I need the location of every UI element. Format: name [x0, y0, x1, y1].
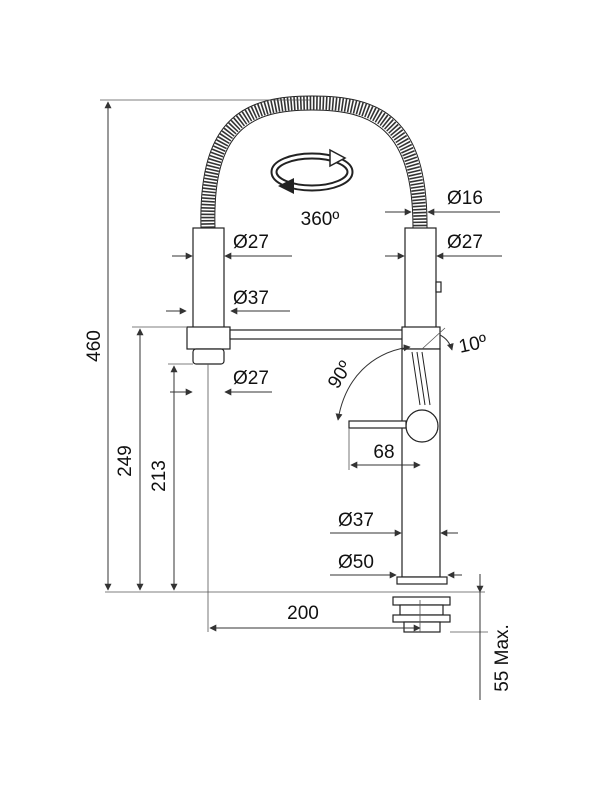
dimension-200: 200 [209, 600, 421, 632]
left-collar [186, 326, 231, 350]
base-plate [396, 576, 448, 585]
label-d27-spray: Ø27 [233, 368, 269, 389]
diameter-27-left: Ø27 [172, 232, 292, 260]
label-360: 360º [301, 209, 340, 230]
label-55-max: 55 Max. [492, 624, 513, 692]
label-d37-body: Ø37 [338, 510, 374, 531]
diameter-50-base: Ø50 [330, 552, 462, 579]
label-d27-right: Ø27 [447, 232, 483, 253]
label-d27-left: Ø27 [233, 232, 269, 253]
left-spout-tube [192, 227, 225, 329]
label-90: 90º [324, 358, 357, 393]
fixing-nut [392, 596, 451, 606]
diameter-37-body: Ø37 [330, 510, 458, 537]
dimension-460: 460 [84, 99, 310, 591]
connecting-arm [229, 329, 404, 340]
diameter-27-spray: Ø27 [170, 368, 272, 396]
label-200: 200 [287, 603, 319, 624]
dimension-249: 249 [115, 326, 186, 591]
lever-stub [435, 281, 442, 293]
dimension-55-max: 55 Max. [450, 574, 513, 700]
main-body [401, 348, 441, 578]
dimension-68: 68 [348, 428, 421, 470]
diameter-16: Ø16 [385, 188, 500, 216]
label-249: 249 [115, 445, 136, 477]
spring-hose [201, 96, 427, 229]
label-d16: Ø16 [447, 188, 483, 209]
handle-lever [348, 420, 407, 429]
angle-90: 90º [324, 344, 411, 421]
label-10: 10º [457, 331, 489, 357]
label-68: 68 [373, 442, 394, 463]
diameter-27-right: Ø27 [385, 232, 502, 260]
label-213: 213 [149, 460, 170, 492]
label-d37-collar: Ø37 [233, 288, 269, 309]
faucet-outline [186, 95, 451, 633]
label-d50-base: Ø50 [338, 552, 374, 573]
rotation-arrow-icon [270, 148, 354, 194]
right-upper-tube [404, 227, 437, 329]
label-460: 460 [84, 330, 105, 362]
handle-knob [405, 409, 439, 443]
diameter-37-collar: Ø37 [166, 288, 290, 315]
dimension-213: 213 [149, 363, 193, 591]
spray-head [192, 348, 225, 365]
